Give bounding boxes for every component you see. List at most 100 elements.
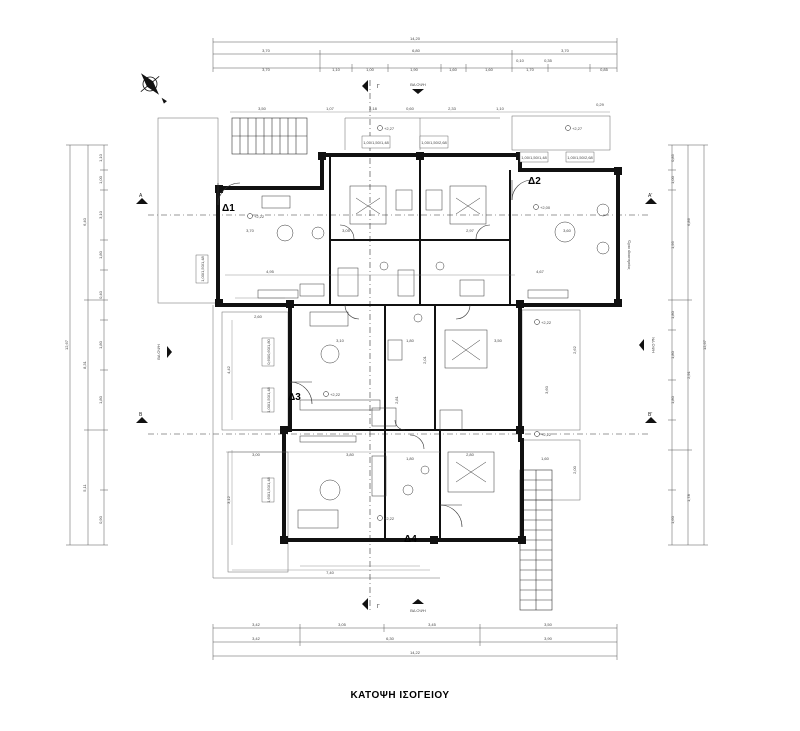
left-inner-dim-2: 3,10 (98, 210, 103, 219)
level-mark-icons (247, 125, 571, 521)
int-dim-23: 4,42 (226, 365, 231, 374)
right-inner-dim-3: 1,80 (670, 310, 675, 319)
int-dim-17: 1,80 (406, 456, 415, 461)
unit-label-d3: Δ3 (288, 392, 301, 403)
int-dim-4: 2,33 (448, 106, 457, 111)
bottom-dim-r2-2: 3,90 (544, 636, 553, 641)
north-elevation-label: ΒΑ ΟΨΗ (410, 82, 426, 87)
drawing-title: ΚΑΤΟΨΗ ΙΣΟΓΕΙΟΥ (350, 690, 450, 701)
top-dim-extra: 0,35 (544, 58, 553, 63)
int-dim-18: 3,50 (494, 338, 503, 343)
level-mark-1: +2,27 (384, 126, 395, 131)
left-inner-dim-1: 1,00 (98, 175, 103, 184)
top-dim-3: 3,70 (561, 48, 570, 53)
bottom-dim-r1-3: 3,50 (544, 622, 553, 627)
window-tag-7: 1,60/1,50/1,48 (266, 476, 271, 502)
window-tags (195, 135, 595, 503)
level-mark-3: +2,27 (572, 126, 583, 131)
int-dim-8: 3,05 (342, 228, 351, 233)
section-a-left: Α (139, 193, 143, 199)
window-tag-3: 1,00/1,50/2,68 (567, 155, 593, 160)
int-dim-19: 2,81 (394, 395, 399, 404)
window-tag-6: 1,00/1,50/1,48 (266, 386, 271, 412)
left-inner-dim-3: 1,80 (98, 250, 103, 259)
level-mark-2: +2,00 (540, 205, 551, 210)
section-g-top: Γ (377, 84, 380, 90)
south-elevation-label: ΒΔ ΟΨΗ (410, 608, 426, 613)
section-lines (148, 80, 650, 610)
int-dim-6: 0,29 (596, 102, 605, 107)
east-elevation-label: ΝΔ ΟΨΗ (651, 337, 656, 353)
level-mark-5: +2,22 (541, 320, 552, 325)
east-elevation-arrow-icon (639, 339, 644, 351)
int-dim-9: 2,97 (466, 228, 475, 233)
right-dimension-lines (668, 144, 708, 546)
right-inner-dim-6: 1,60 (670, 515, 675, 524)
right-outer-dim: 12,67 (702, 339, 707, 350)
left-inner-dim-4: 0,40 (98, 290, 103, 299)
int-dim-10: 4,67 (536, 269, 545, 274)
int-dim-7: 4,95 (266, 269, 275, 274)
level-mark-0: +2,22 (254, 214, 265, 219)
int-dim-12: 3,70 (246, 228, 255, 233)
window-tag-4: 1,00/1,50/1,48 (200, 255, 205, 281)
top-dim-r3-1: 1,10 (332, 67, 341, 72)
int-dim-25: 3,00 (252, 452, 261, 457)
section-a-right: Α' (648, 193, 652, 199)
top-dim-r3-8: 0,85 (600, 67, 609, 72)
int-dim-11: 3,60 (563, 228, 572, 233)
window-tag-1: 1,00/1,50/2,68 (421, 140, 447, 145)
columns (215, 152, 622, 544)
top-dim-r3-5: 0,10 (516, 58, 525, 63)
interior-dim-lines (225, 111, 610, 571)
int-dim-13: 1,80 (406, 338, 415, 343)
level-mark-7: +2,22 (541, 432, 552, 437)
north-arrow-icon (140, 73, 167, 104)
top-dim-r3-4: 1,60 (449, 67, 458, 72)
furniture (257, 185, 610, 529)
interior-walls (290, 155, 520, 540)
right-mid-dim-1: 2,91 (686, 370, 691, 379)
door-swings (217, 179, 533, 528)
bottom-dim-r2-1: 6,30 (386, 636, 395, 641)
top-dim-r3-2: 1,00 (366, 67, 375, 72)
int-dim-5: 1,10 (496, 106, 505, 111)
exterior-walls (216, 153, 620, 542)
bottom-dimension-lines (212, 624, 618, 660)
int-dim-15: 3,10 (336, 338, 345, 343)
window-tag-2: 1,00/1,50/1,48 (521, 155, 547, 160)
unit-label-d4: Δ4 (404, 534, 417, 545)
left-outer-dim: 12,67 (64, 339, 69, 350)
top-dim-r3-6: 1,60 (485, 67, 494, 72)
int-dim-24: 2,01 (422, 355, 427, 364)
top-dim-1: 3,70 (262, 48, 271, 53)
int-dim-2: 2,18 (369, 106, 378, 111)
int-dim-20: 3,80 (346, 452, 355, 457)
unit-label-d1: Δ1 (222, 203, 235, 214)
north-elevation-arrow-icon (412, 89, 424, 94)
right-inner-dim-1: 1,00 (670, 175, 675, 184)
top-dim-r3-3: 1,90 (410, 67, 419, 72)
int-dim-1: 1,07 (326, 106, 335, 111)
int-dim-14: 2,80 (466, 452, 475, 457)
property-boundary-note: Όριο ιδιοκτησίας (627, 239, 632, 269)
top-total-dim: 14,20 (410, 36, 421, 41)
bottom-dim-r2-0: 3,42 (252, 636, 261, 641)
window-tag-0: 1,00/1,50/1,48 (363, 140, 389, 145)
right-inner-dim-5: 1,80 (670, 395, 675, 404)
left-inner-dim-5: 1,80 (98, 340, 103, 349)
bottom-dim-r1-2: 3,45 (428, 622, 437, 627)
int-dim-16: 2,60 (254, 314, 263, 319)
top-dim-r3-7: 1,70 (526, 67, 535, 72)
section-b-right: Β' (648, 412, 652, 418)
int-dim-27: 1,60 (541, 456, 550, 461)
left-mid-dim-2: 5,11 (82, 483, 87, 491)
level-mark-4: +2,22 (330, 392, 341, 397)
bottom-dim-r1-0: 3,42 (252, 622, 261, 627)
int-dim-29: 3,60 (544, 385, 549, 394)
west-elevation-label: ΒΑ ΟΨΗ (156, 344, 161, 360)
bottom-dim-r1-1: 3,05 (338, 622, 347, 627)
window-tag-5: 0,60/0,60/1,80 (266, 338, 271, 364)
int-dim-22: 7,40 (326, 570, 335, 575)
top-dim-r3-0: 3,70 (262, 67, 271, 72)
